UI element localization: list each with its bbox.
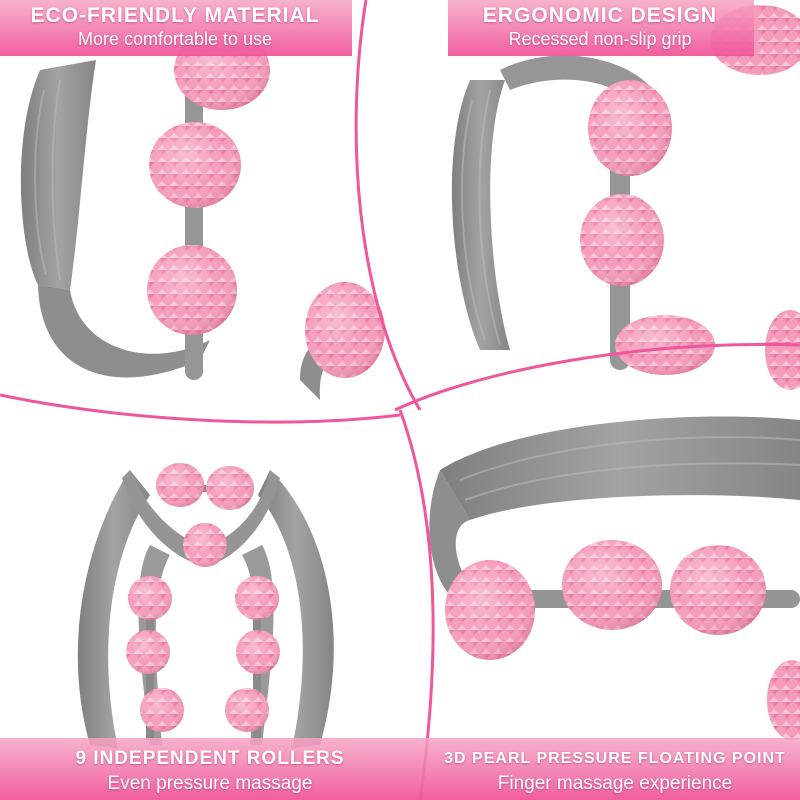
feature-subtitle: More comfortable to use (77, 29, 273, 49)
feature-pearl-pressure: 3D PEARL PRESSURE FLOATING POINT Finger … (430, 750, 800, 795)
divider-curve-top-right (354, 0, 422, 411)
divider-curve-right (394, 343, 800, 412)
feature-subtitle: Even pressure massage (107, 773, 313, 794)
feature-subtitle: Finger massage experience (497, 773, 733, 794)
top-right-banner (448, 0, 754, 56)
divider-curve-left (0, 393, 401, 424)
feature-nine-rollers: 9 INDEPENDENT ROLLERS Even pressure mass… (0, 748, 420, 795)
panel-nine-rollers (77, 463, 334, 748)
feature-title: 9 INDEPENDENT ROLLERS (75, 748, 345, 769)
panel-pearl-pressure (429, 416, 800, 740)
feature-title: 3D PEARL PRESSURE FLOATING POINT (444, 750, 786, 767)
feature-title: ERGONOMIC DESIGN (482, 4, 718, 27)
bottom-banner (0, 738, 800, 800)
top-left-banner (0, 0, 352, 56)
feature-subtitle: Recessed non-slip grip (508, 29, 692, 49)
feature-eco-friendly: ECO-FRIENDLY MATERIAL More comfortable t… (0, 4, 350, 50)
panel-eco-friendly (20, 30, 385, 400)
feature-ergonomic: ERGONOMIC DESIGN Recessed non-slip grip (448, 4, 752, 50)
feature-title: ECO-FRIENDLY MATERIAL (30, 4, 320, 27)
panel-ergonomic (451, 5, 800, 390)
